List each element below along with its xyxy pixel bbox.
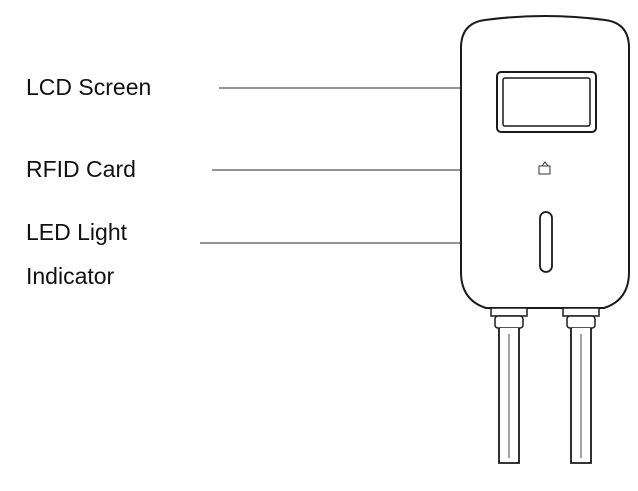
label-led-light: LED Light [26,219,128,245]
cable-gland-right [562,307,600,329]
label-rfid-card: RFID Card [26,156,136,182]
label-lcd-screen: LCD Screen [26,74,152,100]
led-light-indicator [539,211,553,273]
cable-left [498,328,520,464]
label-led-indicator: Indicator [26,263,115,289]
lcd-screen-inner [502,77,591,127]
cable-right [570,328,592,464]
card-reader-icon [538,161,551,175]
cable-gland-left [490,307,528,329]
